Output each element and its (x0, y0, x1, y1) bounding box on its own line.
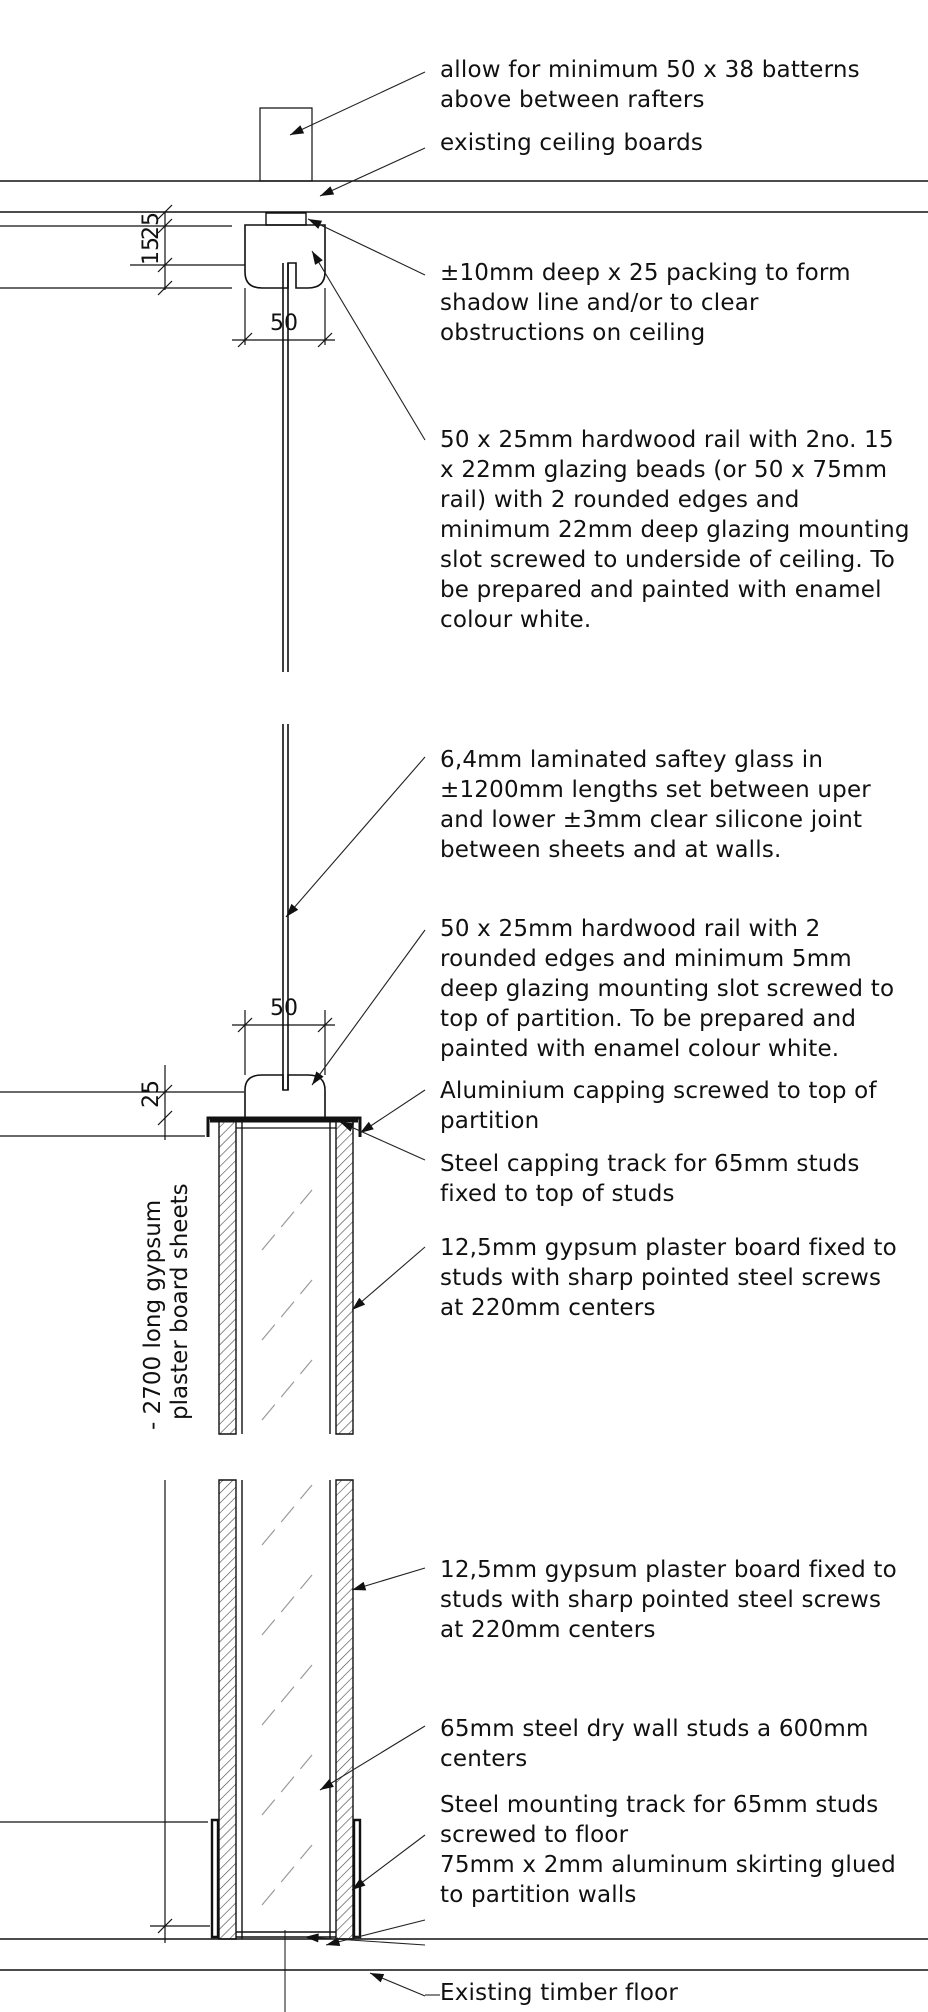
plasterboard-left-upper (219, 1121, 236, 1434)
stud-diagonals (262, 1190, 312, 1905)
note-battens: allow for minimum 50 x 38 batterns above… (440, 57, 860, 113)
sheet-length-line-1: - 2700 long gypsum (140, 1200, 166, 1430)
bottom-rail (245, 1075, 325, 1118)
note-skirting: 75mm x 2mm aluminum skirting glued to pa… (440, 1852, 896, 1908)
note-bottom-rail: 50 x 25mm hardwood rail with 2 rounded e… (440, 916, 895, 1062)
plasterboard-right-upper (336, 1121, 353, 1434)
dimension-sheet-length (0, 1480, 210, 1943)
plasterboard-left-lower (219, 1480, 236, 1939)
note-timber-floor: Existing timber floor (440, 1980, 679, 2006)
note-mounting-track: Steel mounting track for 65mm studs scre… (440, 1792, 879, 1848)
dim-15-label: 15 (139, 237, 164, 265)
dim-50-top-label: 50 (270, 311, 298, 336)
dimension-top-left (0, 205, 245, 295)
dim-50-bottom-label: 50 (270, 996, 298, 1021)
aluminium-capping (208, 1118, 360, 1137)
batten (260, 108, 312, 181)
top-rail (245, 225, 325, 288)
dimension-50-bottom (232, 1010, 335, 1075)
note-ceiling-boards: existing ceiling boards (440, 130, 704, 156)
dimension-25-bottom (0, 1065, 244, 1140)
dim-25-top-label: 25 (139, 212, 164, 240)
note-capping-track: Steel capping track for 65mm studs fixed… (440, 1151, 860, 1207)
sheet-length-label: - 2700 long gypsum plaster board sheets (140, 1183, 193, 1430)
note-plaster-board-upper: 12,5mm gypsum plaster board fixed to stu… (440, 1235, 897, 1321)
leader-lines (286, 72, 440, 1996)
sheet-length-line-2: plaster board sheets (167, 1183, 193, 1420)
dim-25-bottom-label: 25 (139, 1080, 164, 1108)
plasterboard-right-lower (336, 1480, 353, 1939)
skirting-right (354, 1820, 360, 1937)
note-glass: 6,4mm laminated saftey glass in ±1200mm … (440, 747, 871, 863)
note-studs: 65mm steel dry wall studs a 600mm center… (440, 1716, 869, 1772)
packing (266, 213, 306, 225)
note-packing: ±10mm deep x 25 packing to form shadow l… (440, 260, 851, 346)
note-plaster-board-lower: 12,5mm gypsum plaster board fixed to stu… (440, 1557, 897, 1643)
dimension-50-top (232, 288, 335, 347)
skirting-left (212, 1820, 218, 1937)
note-aluminium-capping: Aluminium capping screwed to top of part… (440, 1078, 877, 1134)
note-top-rail: 50 x 25mm hardwood rail with 2no. 15 x 2… (440, 427, 910, 633)
